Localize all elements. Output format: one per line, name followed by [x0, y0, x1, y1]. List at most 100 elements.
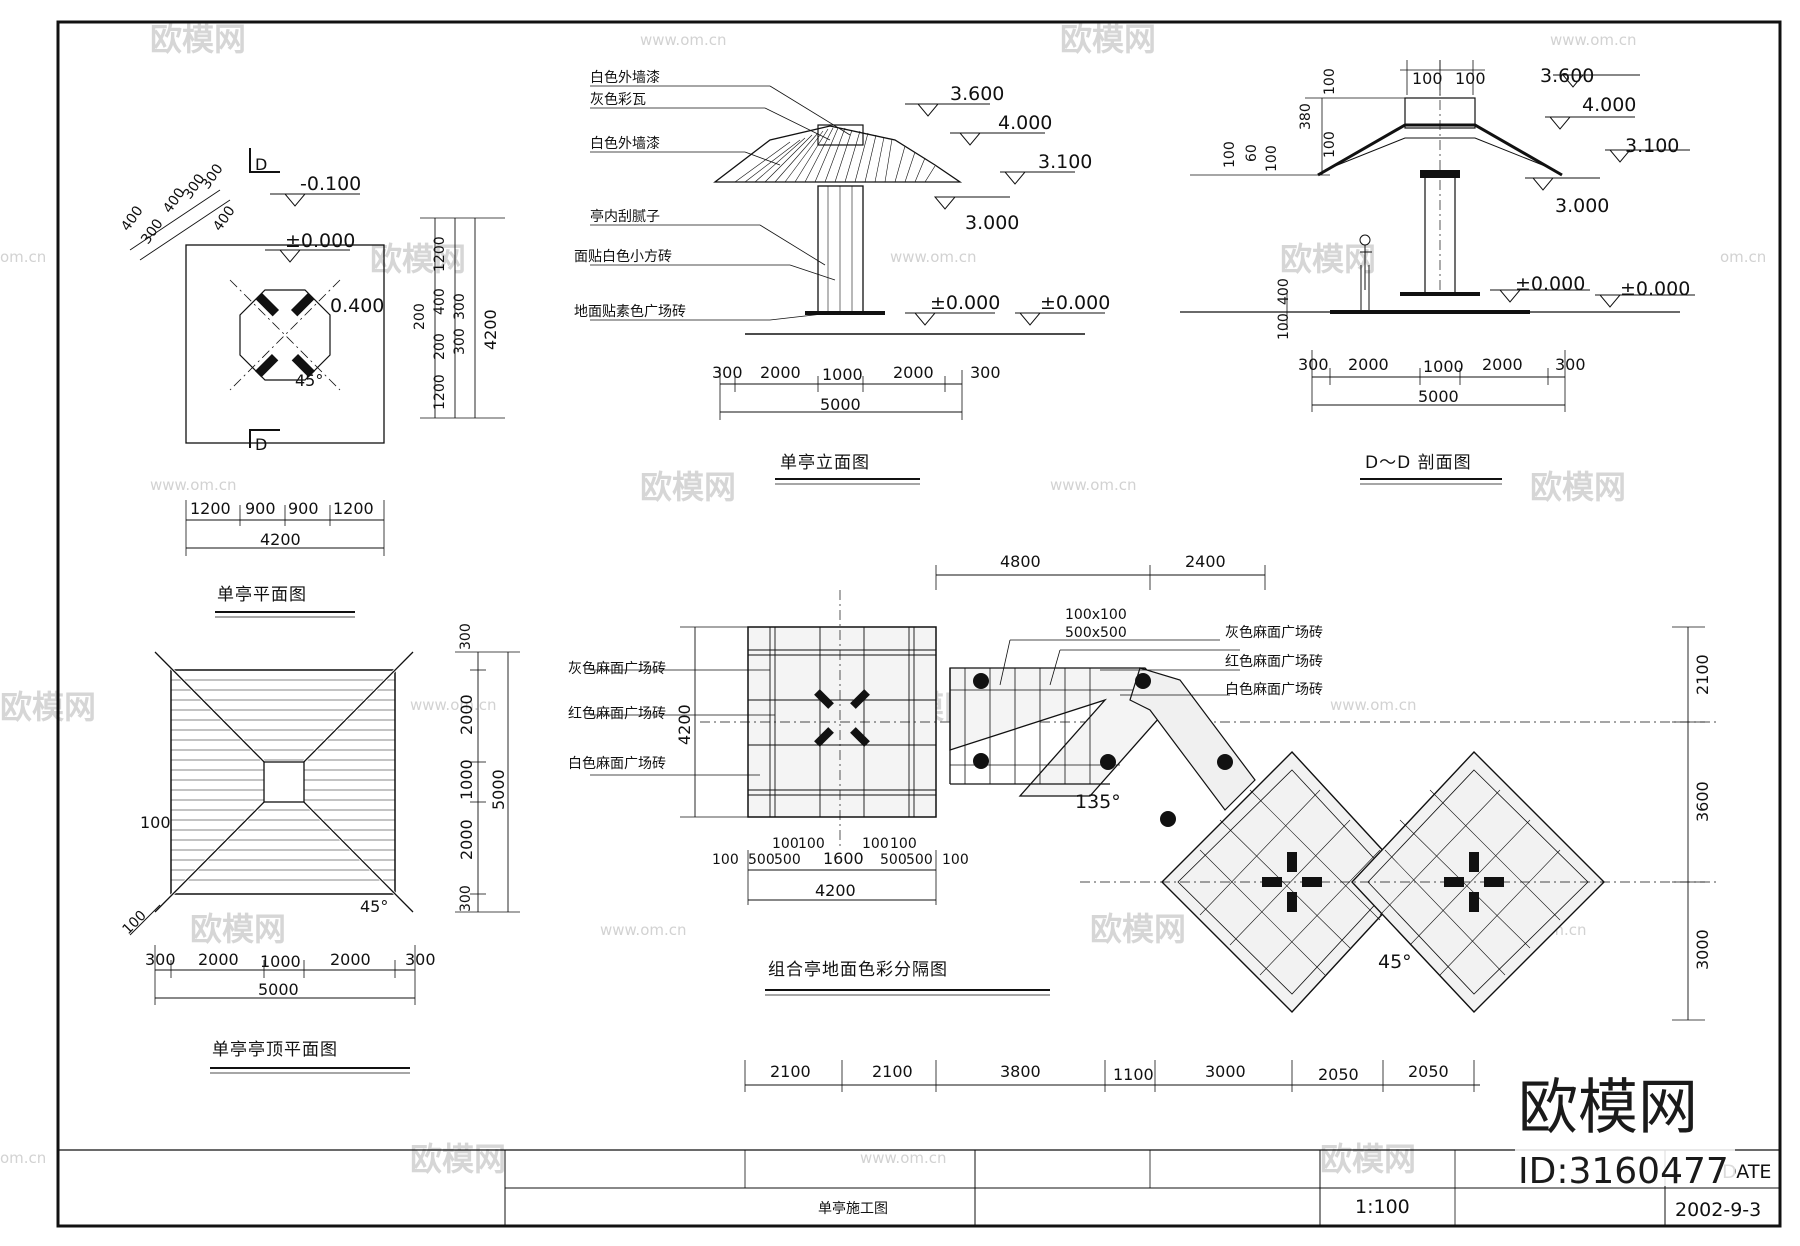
- roof-dim: 1000: [260, 952, 301, 971]
- combo-below-dim: 500: [880, 852, 907, 868]
- combo-material-label: 红色麻面广场砖: [1225, 653, 1323, 670]
- section-level: ±0.000: [1620, 278, 1690, 300]
- watermark-url: www.om.cn: [860, 1149, 947, 1167]
- combo-angle: 45°: [1378, 951, 1412, 973]
- combo-plan-view: [590, 565, 1720, 1092]
- combo-plan-texts: 灰色麻面广场砖 红色麻面广场砖 白色麻面广场砖 灰色麻面广场砖 红色麻面广场砖 …: [568, 552, 1712, 1084]
- roof-dim-total: 5000: [489, 769, 508, 810]
- material-label: 白色外墙漆: [590, 135, 660, 152]
- combo-diamond-right: [1351, 750, 1605, 1014]
- watermark-brand: 欧模网: [1320, 1140, 1416, 1178]
- sheet-border: [56, 20, 1782, 1228]
- combo-bottom-dim: 1100: [1113, 1065, 1154, 1084]
- watermark-url: www.om.cn: [890, 248, 977, 266]
- section-level: 4.000: [1582, 94, 1636, 116]
- elev-level: 3.000: [965, 212, 1019, 234]
- combo-top-dim: 4800: [1000, 552, 1041, 571]
- combo-tile-size: 500x500: [1065, 625, 1127, 641]
- roof-dim: 2000: [457, 819, 476, 860]
- diag-dim-line: [139, 199, 231, 261]
- watermark-url: www.om.cn: [1550, 31, 1637, 49]
- watermark-brand: 欧模网: [1280, 240, 1376, 278]
- watermark-url: www.om.cn: [150, 476, 237, 494]
- roof-dim: 1000: [457, 759, 476, 800]
- combo-right-dim: 3600: [1693, 781, 1712, 822]
- bottom-dim-total: 4200: [260, 530, 301, 549]
- combo-below-dim: 1600: [823, 849, 864, 868]
- watermark-url: www.om.cn: [600, 921, 687, 939]
- title-block: [58, 1149, 1780, 1226]
- section-title: D～D 剖面图: [1365, 453, 1472, 473]
- elev-column: [817, 185, 864, 314]
- watermark-brand: 欧模网: [190, 910, 286, 948]
- combo-material-label: 白色麻面广场砖: [1225, 681, 1323, 698]
- combo-title: 组合亭地面色彩分隔图: [768, 960, 948, 980]
- angle-label: 45°: [295, 371, 323, 390]
- combo-bottom-dim: 2100: [770, 1062, 811, 1081]
- section-dim-total: 5000: [1418, 387, 1459, 406]
- combo-left-columns: [814, 689, 870, 747]
- section-mark-label: D: [255, 155, 267, 174]
- section-left-dim: 100: [1264, 145, 1280, 172]
- elevation-view: [590, 85, 1105, 485]
- plan-octagon: [239, 289, 331, 381]
- bottom-dim: 900: [288, 499, 319, 518]
- plan-axis: [229, 279, 341, 391]
- section-level: ±0.000: [1515, 273, 1585, 295]
- section-top-dim: 100: [1455, 69, 1486, 88]
- elev-roof-cap: [817, 124, 864, 146]
- section-dim: 2000: [1348, 355, 1389, 374]
- diag-dim: 400: [118, 203, 146, 234]
- section-dim: 300: [1555, 355, 1586, 374]
- watermark-url: om.cn: [0, 1149, 46, 1167]
- brand-watermark: 欧模网 ID:3160477: [1515, 1063, 1740, 1192]
- roof-angle: 45°: [360, 897, 388, 916]
- watermark-url: www.om.cn: [1050, 476, 1137, 494]
- combo-tile-size: 100x100: [1065, 607, 1127, 623]
- combo-below-dim: 500: [748, 852, 775, 868]
- roof-dim: 300: [145, 950, 176, 969]
- section-dim: 300: [1298, 355, 1329, 374]
- watermark-url: om.cn: [0, 248, 46, 266]
- brand-id: ID:3160477: [1518, 1151, 1729, 1192]
- section-mark-bottom: [249, 429, 280, 448]
- watermark-brand: 欧模网: [640, 468, 736, 506]
- combo-bottom-dim: 3000: [1205, 1062, 1246, 1081]
- elev-dim: 1000: [822, 365, 863, 384]
- right-dim: 300: [452, 328, 468, 355]
- section-dim: 1000: [1423, 357, 1464, 376]
- elev-level: ±0.000: [930, 292, 1000, 314]
- watermark-brand: 欧模网: [410, 1140, 506, 1178]
- material-label: 亭内刮腻子: [590, 208, 660, 225]
- diag-dim: 400: [210, 203, 238, 234]
- elev-level: 3.100: [1038, 151, 1092, 173]
- combo-diamond-columns: [1262, 852, 1504, 912]
- material-label: 灰色彩瓦: [590, 91, 646, 108]
- material-label: 地面贴素色广场砖: [574, 303, 686, 320]
- right-dim: 300: [452, 293, 468, 320]
- material-label: 白色外墙漆: [590, 69, 660, 86]
- right-dim: 1200: [432, 236, 448, 272]
- drawing-scale: 1:100: [1355, 1196, 1410, 1218]
- roof-dim-total: 5000: [258, 980, 299, 999]
- combo-material-label: 红色麻面广场砖: [568, 705, 666, 722]
- watermark-layer: 欧模网 欧模网 www.om.cn www.om.cn om.cn 欧模网 欧模…: [0, 20, 1766, 1178]
- section-level: 3.100: [1625, 135, 1679, 157]
- roof-plan-view: [129, 650, 520, 1074]
- section-view: [1180, 60, 1695, 485]
- plan-axis: [229, 279, 341, 391]
- elevation-title: 单亭立面图: [780, 453, 870, 473]
- human-figure: [1359, 234, 1372, 310]
- section-left-dim: 100: [1222, 141, 1238, 168]
- combo-below-dim: 100: [890, 836, 917, 852]
- combo-bottom-dim: 2100: [872, 1062, 913, 1081]
- right-dim: 400: [432, 288, 448, 315]
- roof-dim: 2000: [457, 694, 476, 735]
- elev-level: ±0.000: [1040, 292, 1110, 314]
- roof-plan-title: 单亭亭顶平面图: [212, 1040, 338, 1060]
- combo-below-dim: 100: [942, 852, 969, 868]
- section-level: 3.600: [1540, 65, 1594, 87]
- bottom-dim: 1200: [333, 499, 374, 518]
- elev-roof: [713, 125, 963, 183]
